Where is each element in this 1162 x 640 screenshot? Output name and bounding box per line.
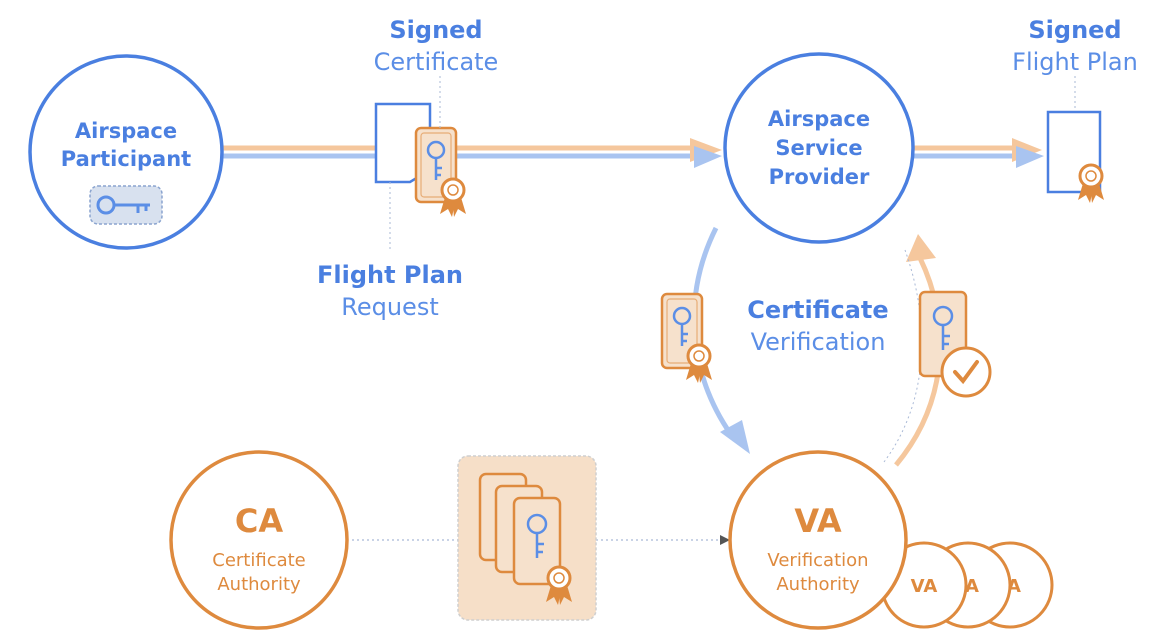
va-replica-nodes: A A VA bbox=[880, 541, 1054, 629]
certificate-icon bbox=[414, 126, 468, 219]
signed-flight-plan-label-regular: Flight Plan bbox=[1012, 48, 1138, 76]
ribbon-seal-icon bbox=[544, 565, 574, 607]
ribbon-seal-icon bbox=[1076, 163, 1106, 205]
checkmark-icon bbox=[940, 346, 992, 398]
ca-bundle-to-va-connector bbox=[596, 535, 730, 545]
signed-certificate-label-regular: Certificate bbox=[374, 48, 499, 76]
key-icon bbox=[89, 185, 163, 225]
va-abbr: VA bbox=[794, 502, 842, 540]
provider-label-line2: Service bbox=[775, 136, 862, 160]
provider-label-line3: Provider bbox=[769, 165, 870, 189]
provider-label-line1: Airspace bbox=[768, 107, 870, 131]
participant-label-line2: Participant bbox=[61, 147, 191, 171]
provider-request-certificate-icon bbox=[660, 292, 714, 385]
verification-authority-node: VA Verification Authority bbox=[728, 450, 908, 630]
verified-certificate-icon bbox=[918, 290, 992, 398]
airspace-service-provider-node: Airspace Service Provider bbox=[723, 52, 915, 244]
certificate-authority-node: CA Certificate Authority bbox=[169, 450, 349, 630]
participant-label-line1: Airspace bbox=[75, 119, 177, 143]
flight-plan-request-label-bold: Flight Plan bbox=[317, 261, 463, 289]
participant-to-provider-arrow bbox=[222, 138, 722, 168]
va-label-line2: Authority bbox=[776, 574, 860, 595]
flight-plan-request-label-regular: Request bbox=[341, 293, 439, 321]
va-replica-1-label: VA bbox=[911, 576, 938, 597]
va-label-line1: Verification bbox=[767, 550, 868, 571]
ca-abbr: CA bbox=[235, 502, 283, 540]
provider-to-signed-plan-arrow bbox=[912, 138, 1044, 168]
signed-flight-plan-label-bold: Signed bbox=[1028, 16, 1121, 44]
airspace-participant-node: Airspace Participant bbox=[28, 54, 224, 250]
certificate-verification-label-regular: Verification bbox=[751, 328, 886, 356]
signed-certificate-label-bold: Signed bbox=[389, 16, 482, 44]
ca-label-line2: Authority bbox=[217, 574, 301, 595]
certificate-verification-label-bold: Certificate bbox=[747, 296, 888, 324]
va-replica-2-label: A bbox=[965, 576, 979, 597]
certificate-bundle-icon bbox=[457, 455, 597, 621]
ca-label-line1: Certificate bbox=[212, 550, 306, 571]
